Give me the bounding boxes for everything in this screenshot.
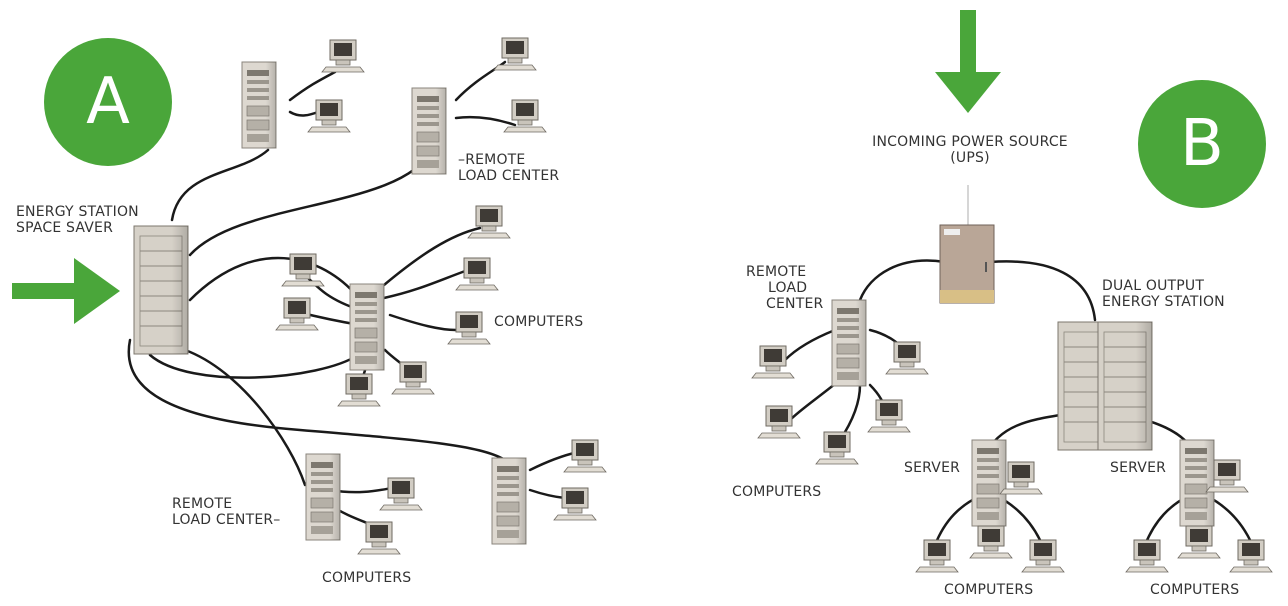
label-line: DUAL OUTPUT: [1102, 278, 1205, 294]
label-computers-middle-b: COMPUTERS: [944, 582, 1034, 598]
label-remote-load-center-bottom: REMOTE LOAD CENTER–: [172, 496, 281, 528]
computer: [467, 205, 511, 239]
label-line: CENTER: [766, 296, 824, 312]
computer: [815, 431, 859, 465]
label-remote-load-center: REMOTE LOAD CENTER: [746, 264, 826, 312]
label-line: LOAD CENTER: [458, 168, 560, 184]
label-computers-left: COMPUTERS: [732, 484, 822, 500]
panel-a-badge: A: [44, 38, 172, 166]
label-line: LOAD: [768, 280, 808, 296]
computer: [493, 37, 537, 71]
remote-load-center-tower: [411, 87, 447, 175]
panel-b-badge: B: [1138, 80, 1266, 208]
label-line: ENERGY STATION: [1102, 294, 1225, 310]
label-line: SPACE SAVER: [16, 220, 114, 236]
label-line: REMOTE: [746, 264, 807, 280]
energy-station-space-saver: [133, 225, 189, 355]
label-server-left: SERVER: [904, 460, 961, 476]
label-computers-middle: COMPUTERS: [494, 314, 584, 330]
label-dual-output-energy-station: DUAL OUTPUT ENERGY STATION: [1102, 278, 1225, 310]
label-incoming-power-source: INCOMING POWER SOURCE (UPS): [840, 134, 1100, 166]
computer: [915, 539, 959, 573]
ups-unit: [939, 224, 995, 304]
label-energy-station: ENERGY STATION SPACE SAVER: [16, 204, 139, 236]
label-line: INCOMING POWER SOURCE: [872, 134, 1068, 150]
server-tower: [349, 283, 385, 371]
server-tower: [1179, 439, 1215, 527]
remote-load-center-tower: [305, 453, 341, 541]
server-tower: [971, 439, 1007, 527]
remote-load-center-tower: [831, 299, 867, 387]
computer: [447, 311, 491, 345]
computer: [337, 373, 381, 407]
server-tower: [241, 61, 277, 149]
computer: [553, 487, 597, 521]
computer: [1125, 539, 1169, 573]
computer: [275, 297, 319, 331]
computer: [757, 405, 801, 439]
server-tower: [491, 457, 527, 545]
computer: [307, 99, 351, 133]
power-input-arrow-icon: [12, 258, 120, 324]
computer: [321, 39, 365, 73]
label-line: (UPS): [950, 150, 990, 166]
computer: [1229, 539, 1273, 573]
label-line: ENERGY STATION: [16, 204, 139, 220]
dual-output-energy-station: [1097, 321, 1153, 451]
computer: [969, 525, 1013, 559]
computer: [503, 99, 547, 133]
computer: [357, 521, 401, 555]
computer: [1177, 525, 1221, 559]
incoming-power-arrow-icon: [935, 10, 1001, 113]
label-computers-bottom: COMPUTERS: [322, 570, 412, 586]
label-line: REMOTE: [172, 496, 233, 512]
label-computers-right: COMPUTERS: [1150, 582, 1240, 598]
label-remote-load-center-top: –REMOTE LOAD CENTER: [458, 152, 559, 184]
label-line: –REMOTE: [458, 152, 526, 168]
computer: [379, 477, 423, 511]
computer: [867, 399, 911, 433]
computer: [563, 439, 607, 473]
label-line: LOAD CENTER–: [172, 512, 281, 528]
computer: [751, 345, 795, 379]
computer: [455, 257, 499, 291]
computer: [391, 361, 435, 395]
computer: [885, 341, 929, 375]
computer: [1021, 539, 1065, 573]
label-server-right: SERVER: [1110, 460, 1167, 476]
